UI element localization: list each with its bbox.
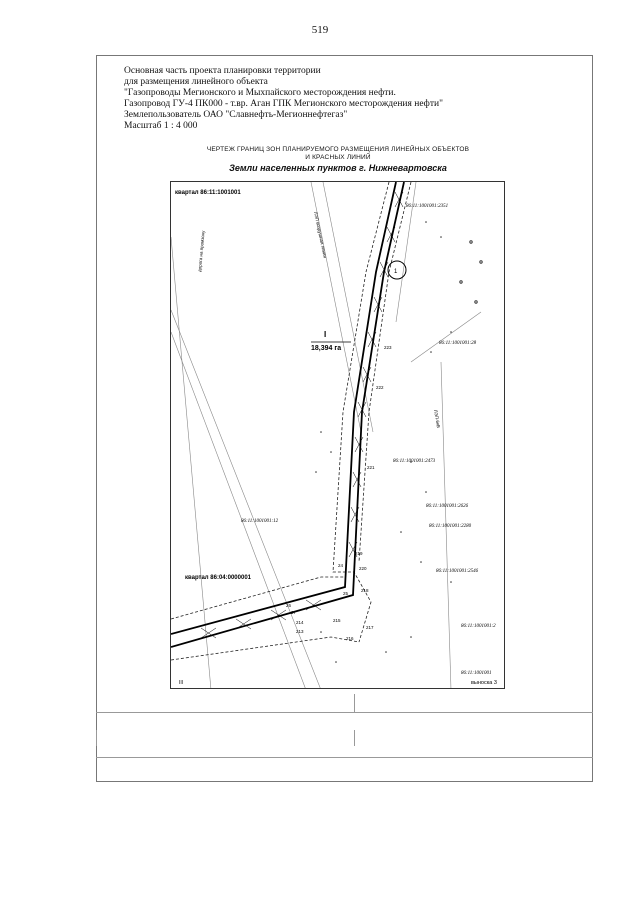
parcel-number: 86:11:1001001:28: [439, 341, 477, 346]
point-number: 222: [376, 385, 384, 390]
point-number: 25: [343, 591, 349, 596]
parcel-number: 86:11:1001001: [461, 671, 491, 676]
corridor-hatch: [373, 296, 383, 313]
parcel-number: 86:11:1001001:12: [241, 519, 279, 524]
document-frame: [96, 55, 593, 782]
corridor-hatch: [386, 226, 396, 243]
point-number: 213: [296, 629, 304, 634]
road-label: ЛЭП-6кВ: [433, 409, 441, 428]
point-number: 218: [361, 588, 369, 593]
parcel-line: [440, 361, 452, 688]
road-label: дорога на промзону: [197, 230, 206, 272]
point-number: 219: [355, 551, 363, 556]
zone-boundary: [171, 636, 360, 661]
point-number: 27: [291, 610, 297, 615]
zone-boundary: [358, 182, 412, 563]
parcel-label: ЛЭП воздушная линия: [313, 211, 328, 259]
frame-divider: [96, 757, 593, 758]
map-drawing: квартал 86:11:1001001 квартал 86:04:0000…: [170, 181, 505, 689]
point-number: 221: [367, 465, 375, 470]
map-title-line: ЧЕРТЕЖ ГРАНИЦ ЗОН ПЛАНИРУЕМОГО РАЗМЕЩЕНИ…: [206, 146, 470, 153]
point-number: 24: [338, 563, 344, 568]
header-line: Масштаб 1 : 4 000: [124, 121, 198, 131]
zone-number: I: [324, 330, 326, 339]
point-number: 223: [384, 345, 392, 350]
parcel-number: 86:11:1001001:2280: [429, 524, 472, 529]
header-line: для размещения линейного объекта: [124, 77, 268, 87]
detail-marker: [387, 260, 407, 280]
map-title-line: И КРАСНЫХ ЛИНИЙ: [305, 154, 371, 161]
corridor-hatch: [200, 627, 217, 639]
corridor-hatch: [270, 609, 287, 621]
zone-boundary: [171, 576, 346, 620]
boundary-line: [171, 236, 212, 688]
point-number: 214: [296, 620, 304, 625]
map-subtitle: Земли населенных пунктов г. Нижневартовс…: [229, 163, 447, 173]
point-number: 216: [346, 636, 354, 641]
pipeline-edge: [171, 182, 405, 648]
corridor-hatch: [354, 436, 364, 453]
parcel-line: [395, 182, 417, 323]
parcel-number: 86:11:1001001:2473: [393, 459, 436, 464]
zone-boundary: [332, 182, 390, 643]
parcel-line: [410, 311, 482, 363]
point-number: 215: [333, 618, 341, 623]
corridor-hatch: [350, 506, 360, 523]
parcel-number: 86:11:1001001:2351: [406, 204, 448, 209]
header-line: Основная часть проекта планировки террит…: [124, 66, 321, 76]
frame-divider: [96, 712, 593, 713]
map-svg: квартал 86:11:1001001 квартал 86:04:0000…: [171, 182, 497, 688]
frame-divider: [354, 730, 355, 746]
quarter-label-bottom: квартал 86:04:0000001: [185, 575, 252, 581]
corridor-hatch: [352, 471, 362, 488]
pipeline-edge: [171, 182, 397, 635]
boundary-line: [171, 331, 306, 688]
parcel-number: 86:11:1001001:2546: [436, 569, 479, 574]
corridor-hatch: [235, 618, 252, 630]
corridor-hatch: [362, 366, 372, 383]
header-line: Газопровод ГУ-4 ПК000 - т.вр. Аган ГПК М…: [124, 99, 443, 109]
header-line: "Газопроводы Мегионского и Мыхпайского м…: [124, 88, 396, 98]
corridor-hatch: [379, 261, 389, 278]
frame-divider: [354, 694, 355, 712]
corridor-hatch: [394, 191, 404, 208]
document-header: Основная часть проекта планировки террит…: [124, 66, 443, 132]
zone-area: 18,394 га: [311, 345, 341, 352]
parcel-number: 86:11:1001001:2: [461, 624, 496, 629]
map-title: ЧЕРТЕЖ ГРАНИЦ ЗОН ПЛАНИРУЕМОГО РАЗМЕЩЕНИ…: [168, 146, 508, 162]
point-number: 217: [366, 625, 374, 630]
road-line: [310, 182, 362, 433]
point-number: 220: [359, 566, 367, 571]
corridor-hatch: [305, 599, 322, 611]
frame-divider: [96, 730, 97, 746]
header-line: Землепользователь ОАО "Славнефть-Мегионн…: [124, 110, 348, 120]
point-number: 26: [286, 603, 292, 608]
corner-label: III: [179, 680, 183, 686]
corridor-hatch: [348, 541, 358, 558]
quarter-label-top: квартал 86:11:1001001: [175, 190, 241, 196]
corridor-hatch: [357, 401, 367, 418]
detail-number: 1: [394, 269, 398, 275]
parcel-number: 86:11:1001001:2626: [426, 504, 469, 509]
page-number: 519: [311, 24, 329, 36]
extract-label: выноска 3: [471, 680, 497, 686]
corridor-hatch: [367, 331, 377, 348]
boundary-line: [171, 309, 321, 688]
